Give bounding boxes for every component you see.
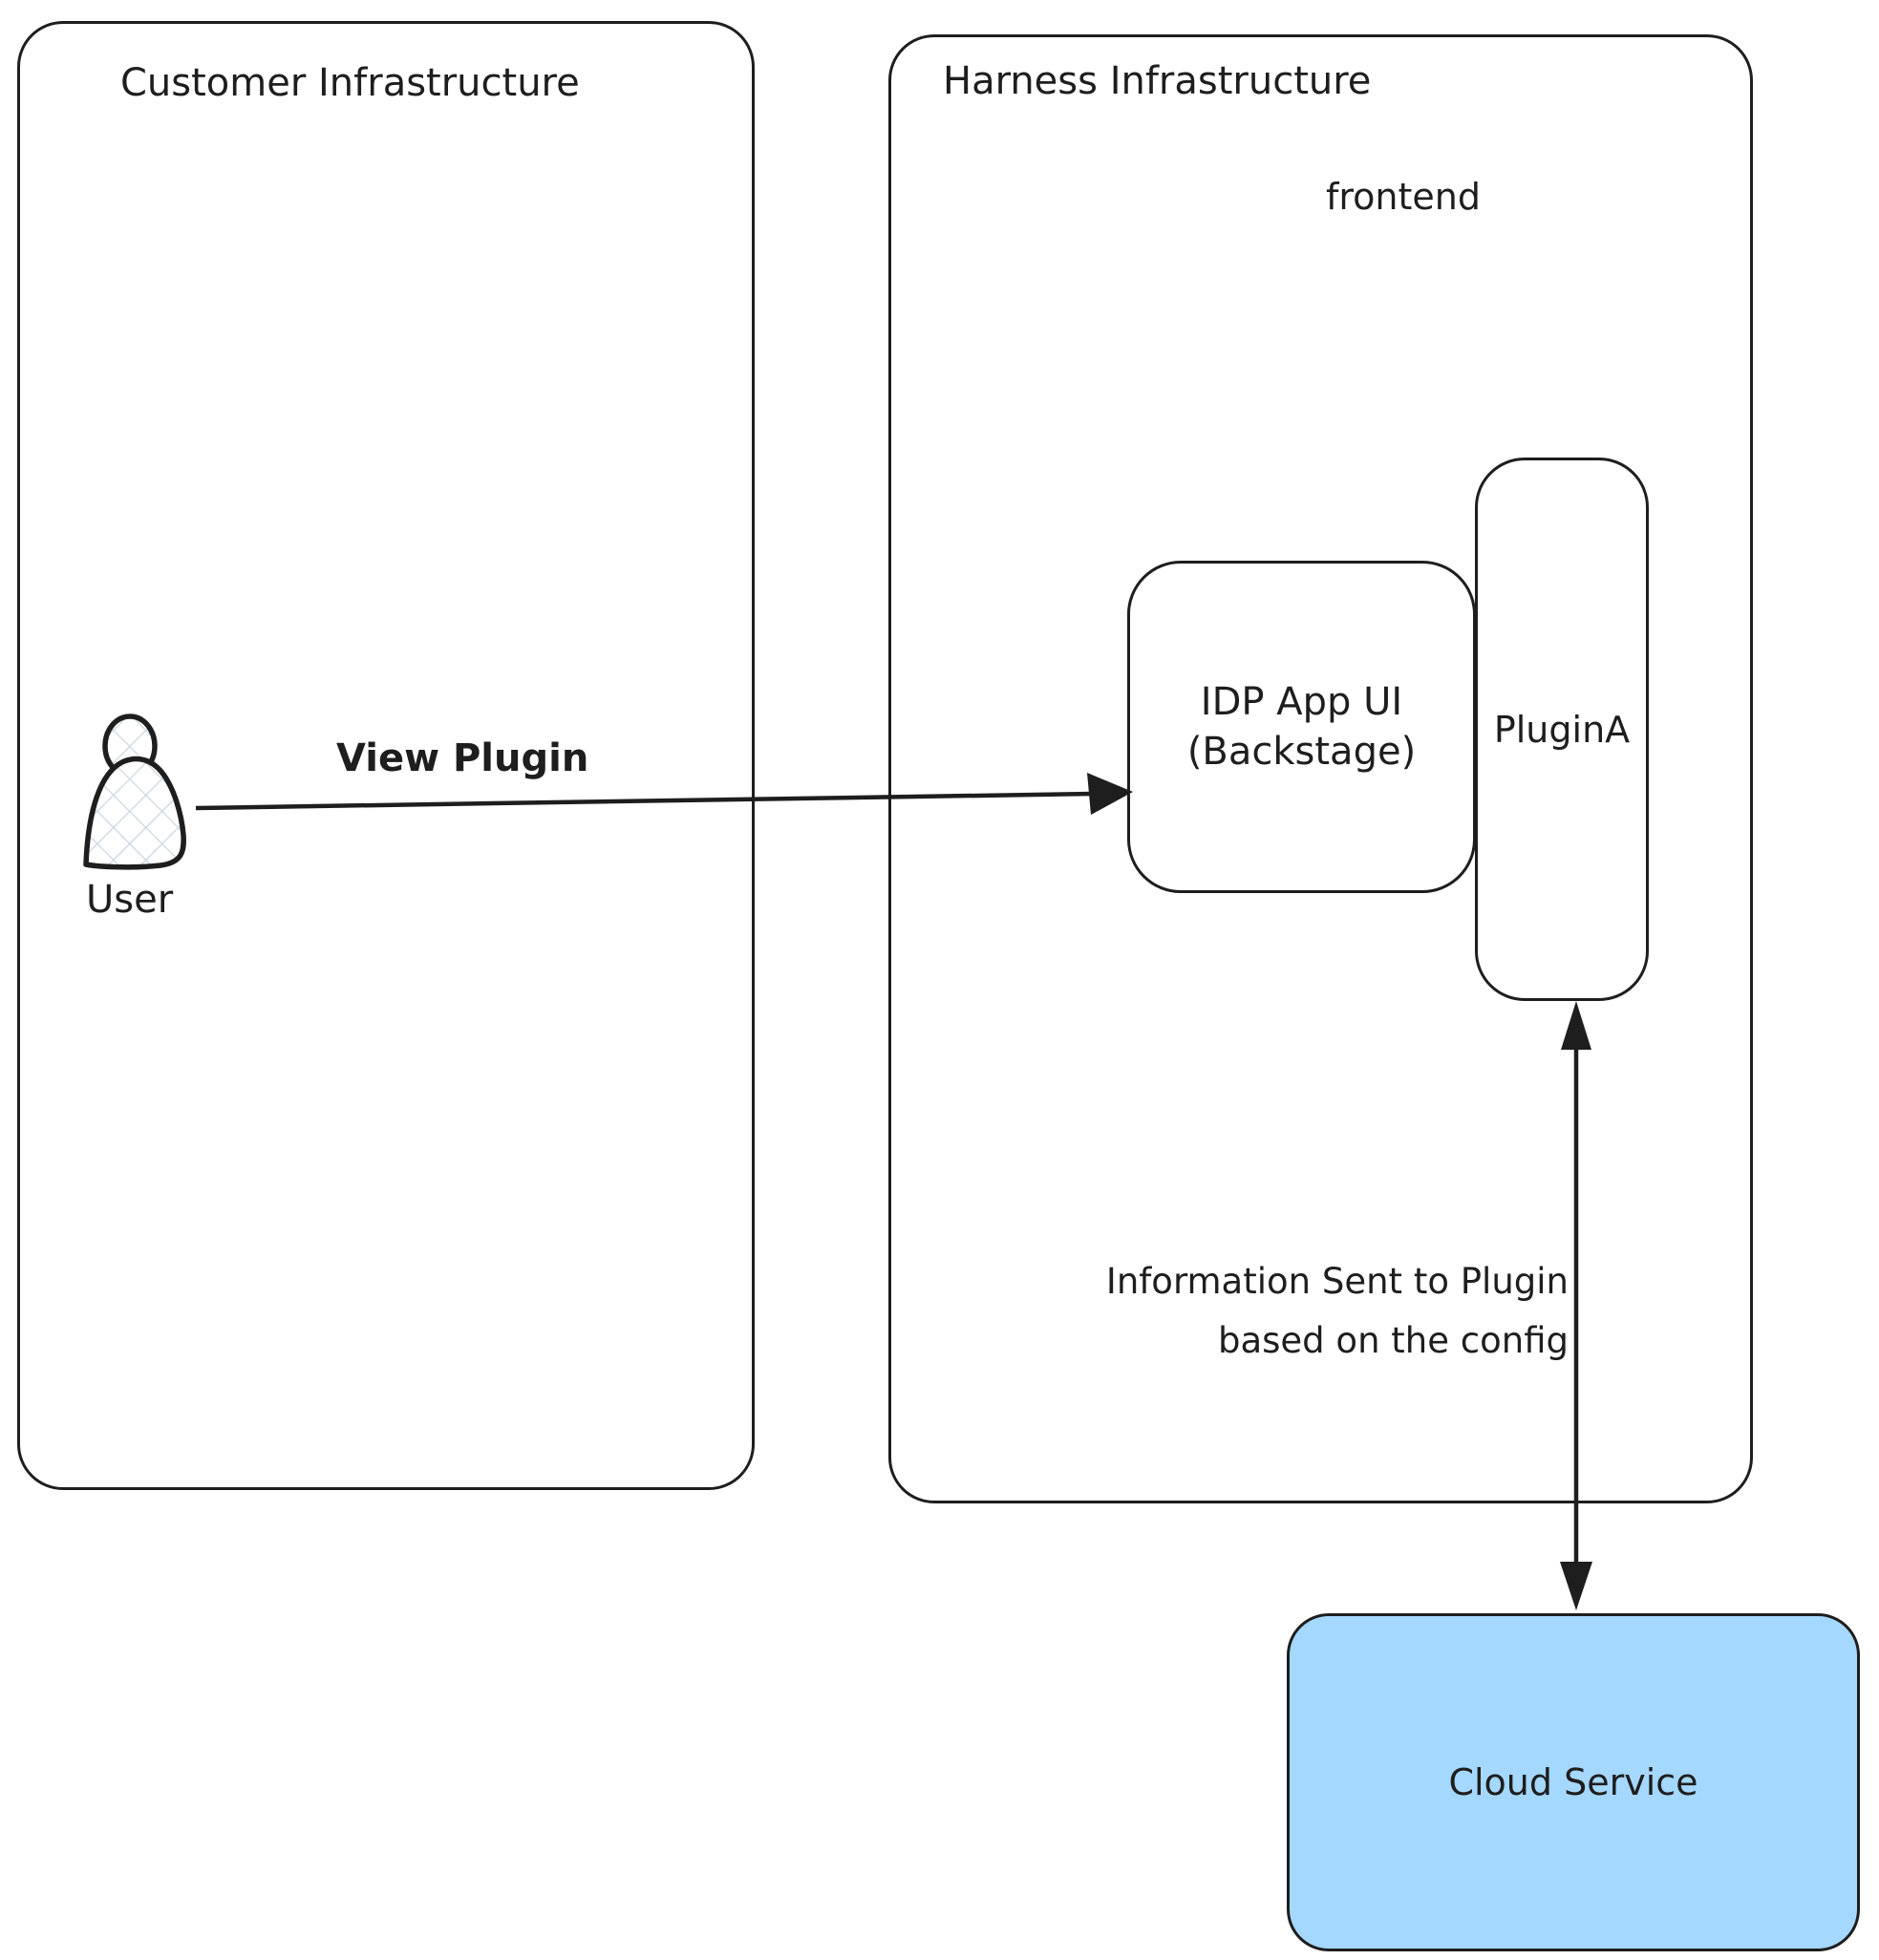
idp-app-label-line1: IDP App UI: [1200, 680, 1403, 724]
idp-app-box: IDP App UI (Backstage): [1127, 561, 1476, 893]
info-arrow-label-line1: Information Sent to Plugin: [1105, 1261, 1569, 1302]
harness-infrastructure-box: Harness Infrastructure frontend: [888, 34, 1753, 1503]
customer-infrastructure-title: Customer Infrastructure: [120, 61, 580, 105]
idp-app-label: IDP App UI (Backstage): [1187, 677, 1416, 777]
customer-infrastructure-box: Customer Infrastructure: [17, 21, 755, 1490]
frontend-label: frontend: [1326, 176, 1481, 218]
cloud-service-box: Cloud Service: [1287, 1613, 1860, 1951]
idp-app-label-line2: (Backstage): [1186, 730, 1417, 774]
info-arrow-label: Information Sent to Plugin based on the …: [1106, 1252, 1569, 1371]
plugin-a-label: PluginA: [1493, 708, 1631, 751]
view-plugin-arrow-label: View Plugin: [336, 736, 589, 780]
user-label: User: [86, 878, 174, 922]
harness-infrastructure-title: Harness Infrastructure: [943, 59, 1372, 103]
plugin-a-box: PluginA: [1475, 458, 1649, 1001]
info-arrow-label-line2: based on the config: [1217, 1320, 1569, 1361]
cloud-service-label: Cloud Service: [1448, 1761, 1698, 1803]
